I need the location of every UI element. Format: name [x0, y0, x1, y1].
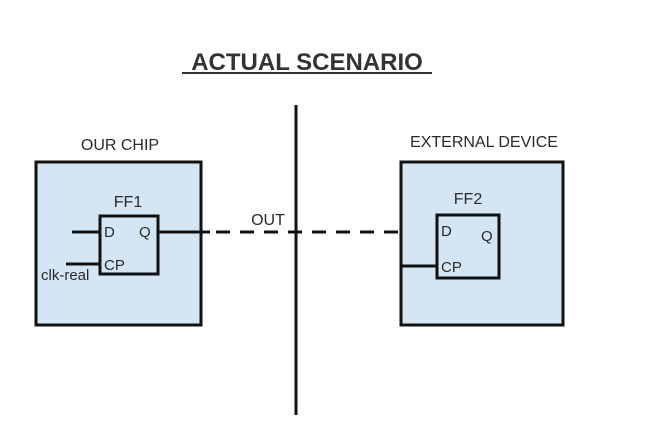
ff2-label: FF2	[454, 191, 483, 208]
ff1-pin-cp: CP	[104, 257, 125, 274]
ff2-pin-cp: CP	[441, 259, 462, 276]
ff1-pin-q: Q	[139, 224, 151, 241]
external-device-label: EXTERNAL DEVICE	[410, 134, 558, 151]
ff2-pin-q: Q	[481, 228, 493, 245]
our-chip-label: OUR CHIP	[81, 137, 159, 154]
ff2-box	[435, 213, 501, 280]
out-net-label: OUT	[251, 212, 285, 229]
ff1-label: FF1	[114, 194, 143, 211]
clk-real-label: clk-real	[41, 267, 89, 284]
diagram-title: ACTUAL SCENARIO	[191, 49, 423, 76]
ff1-pin-d: D	[104, 224, 115, 241]
ff2-pin-d: D	[441, 223, 452, 240]
ff1-box	[98, 214, 160, 276]
